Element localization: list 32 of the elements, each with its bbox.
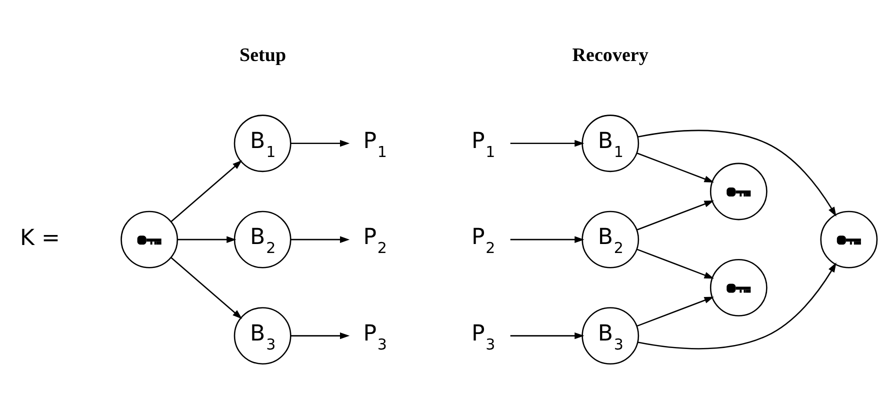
arrow bbox=[290, 140, 350, 146]
node-text: P$_{3}$ bbox=[362, 320, 386, 353]
node-text: P$_{3}$ bbox=[471, 320, 495, 353]
arrow bbox=[637, 129, 836, 216]
node-circle: B$_{2}$ bbox=[233, 210, 291, 268]
arrow bbox=[637, 262, 836, 349]
label: Recovery bbox=[572, 44, 648, 66]
arrow bbox=[290, 236, 350, 242]
arrow bbox=[636, 296, 714, 326]
arrow bbox=[510, 332, 584, 339]
node-circle: B$_{2}$ bbox=[581, 210, 639, 268]
arrow bbox=[290, 332, 350, 339]
node-label: K = bbox=[20, 226, 60, 251]
node-circle bbox=[820, 210, 878, 268]
node-circle bbox=[709, 162, 767, 220]
node-text: P$_{1}$ bbox=[471, 128, 495, 160]
arrow bbox=[510, 236, 584, 242]
arrow bbox=[170, 256, 242, 318]
node-circle bbox=[709, 258, 767, 316]
node-text: P$_{1}$ bbox=[362, 128, 386, 160]
node-text: P$_{2}$ bbox=[471, 224, 495, 257]
label: Setup bbox=[239, 44, 286, 66]
node-text: P$_{2}$ bbox=[362, 224, 386, 257]
arrow bbox=[177, 236, 236, 242]
arrow bbox=[636, 200, 714, 230]
node-circle: B$_{3}$ bbox=[581, 306, 639, 364]
arrow bbox=[636, 152, 714, 182]
node-circle: B$_{1}$ bbox=[581, 114, 639, 172]
arrow bbox=[170, 160, 242, 222]
arrow bbox=[636, 248, 714, 278]
arrow bbox=[510, 140, 584, 146]
node-circle bbox=[120, 210, 178, 268]
